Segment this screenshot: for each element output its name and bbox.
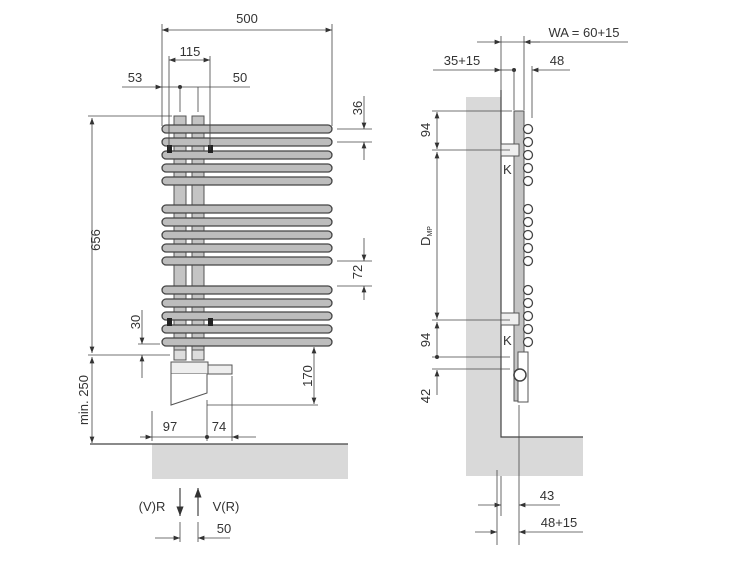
dim-bottom-offset: 94 <box>418 333 433 347</box>
dim-min-floor: min. 250 <box>76 375 91 425</box>
tube-section <box>522 242 534 254</box>
bracket-bottom-left <box>167 318 172 326</box>
radiator-bar <box>161 337 333 347</box>
tube-section <box>522 175 534 187</box>
dim-collector-span: 115 <box>180 44 201 59</box>
dim-top-offset: 94 <box>418 123 433 137</box>
tube-section <box>522 203 534 215</box>
dim-right-offset: 50 <box>233 70 247 85</box>
tube-section <box>522 310 534 322</box>
bracket-bottom-right <box>208 318 213 326</box>
tube-section <box>522 149 534 161</box>
bracket-label-bottom: K <box>503 333 512 348</box>
dim-valve-right: 74 <box>212 419 226 434</box>
dim-bar-spacing: 36 <box>350 101 365 115</box>
dim-bracket-depth: 35+15 <box>444 53 481 68</box>
radiator-bar <box>161 137 333 147</box>
tube-section <box>522 323 534 335</box>
radiator-bar <box>161 243 333 253</box>
dim-group-gap: 72 <box>350 265 365 279</box>
side-bracket-bottom <box>500 312 520 326</box>
bracket-top-right <box>208 145 213 153</box>
radiator-bar <box>161 311 333 321</box>
radiator-bar <box>161 176 333 186</box>
radiator-bar <box>161 230 333 240</box>
bracket-top-left <box>167 145 172 153</box>
radiator-bar <box>161 298 333 308</box>
dim-mount-distance: DMP <box>418 226 434 246</box>
tube-section <box>522 336 534 348</box>
radiator-bar <box>161 217 333 227</box>
radiator-bar <box>161 204 333 214</box>
front-view: 500 115 53 50 656 min. 250 36 72 30 170 <box>76 11 372 542</box>
dim-valve-offset-side: 42 <box>418 389 433 403</box>
tube-section <box>522 162 534 174</box>
radiator-bar <box>161 256 333 266</box>
dim-pipe-spacing: 50 <box>217 521 231 536</box>
radiator-bar <box>161 150 333 160</box>
dim-wall-distance: WA = 60+15 <box>548 25 619 40</box>
tube-section <box>522 229 534 241</box>
radiator-bar <box>161 324 333 334</box>
tube-section <box>522 255 534 267</box>
dim-valve-offset: 30 <box>128 315 143 329</box>
dim-pipe-depth: 43 <box>540 488 554 503</box>
dim-tube-depth: 48 <box>550 53 564 68</box>
floor-block <box>152 444 348 479</box>
side-view: K K WA = 60+15 35+15 48 94 DMP 94 42 <box>418 25 628 545</box>
side-tubes <box>522 123 534 348</box>
wall <box>466 97 501 476</box>
dim-width: 500 <box>236 11 258 26</box>
wall-line <box>500 90 583 438</box>
valve-block <box>170 349 233 406</box>
tube-section <box>522 123 534 135</box>
dim-height: 656 <box>88 229 103 251</box>
radiator-bar <box>161 285 333 295</box>
floor-block-side <box>501 437 583 476</box>
flow-right-label: V(R) <box>213 499 240 514</box>
tube-section <box>522 297 534 309</box>
tube-section <box>522 216 534 228</box>
tube-section <box>522 136 534 148</box>
dim-valve-left: 97 <box>163 419 177 434</box>
dim-left-offset: 53 <box>128 70 142 85</box>
bracket-label-top: K <box>503 162 512 177</box>
radiator-bar <box>161 124 333 134</box>
flow-left-label: (V)R <box>139 499 166 514</box>
dim-valve-height: 170 <box>300 365 315 387</box>
radiator-bars <box>161 124 333 347</box>
dim-total-depth: 48+15 <box>541 515 578 530</box>
radiator-bar <box>161 163 333 173</box>
tube-section <box>522 284 534 296</box>
